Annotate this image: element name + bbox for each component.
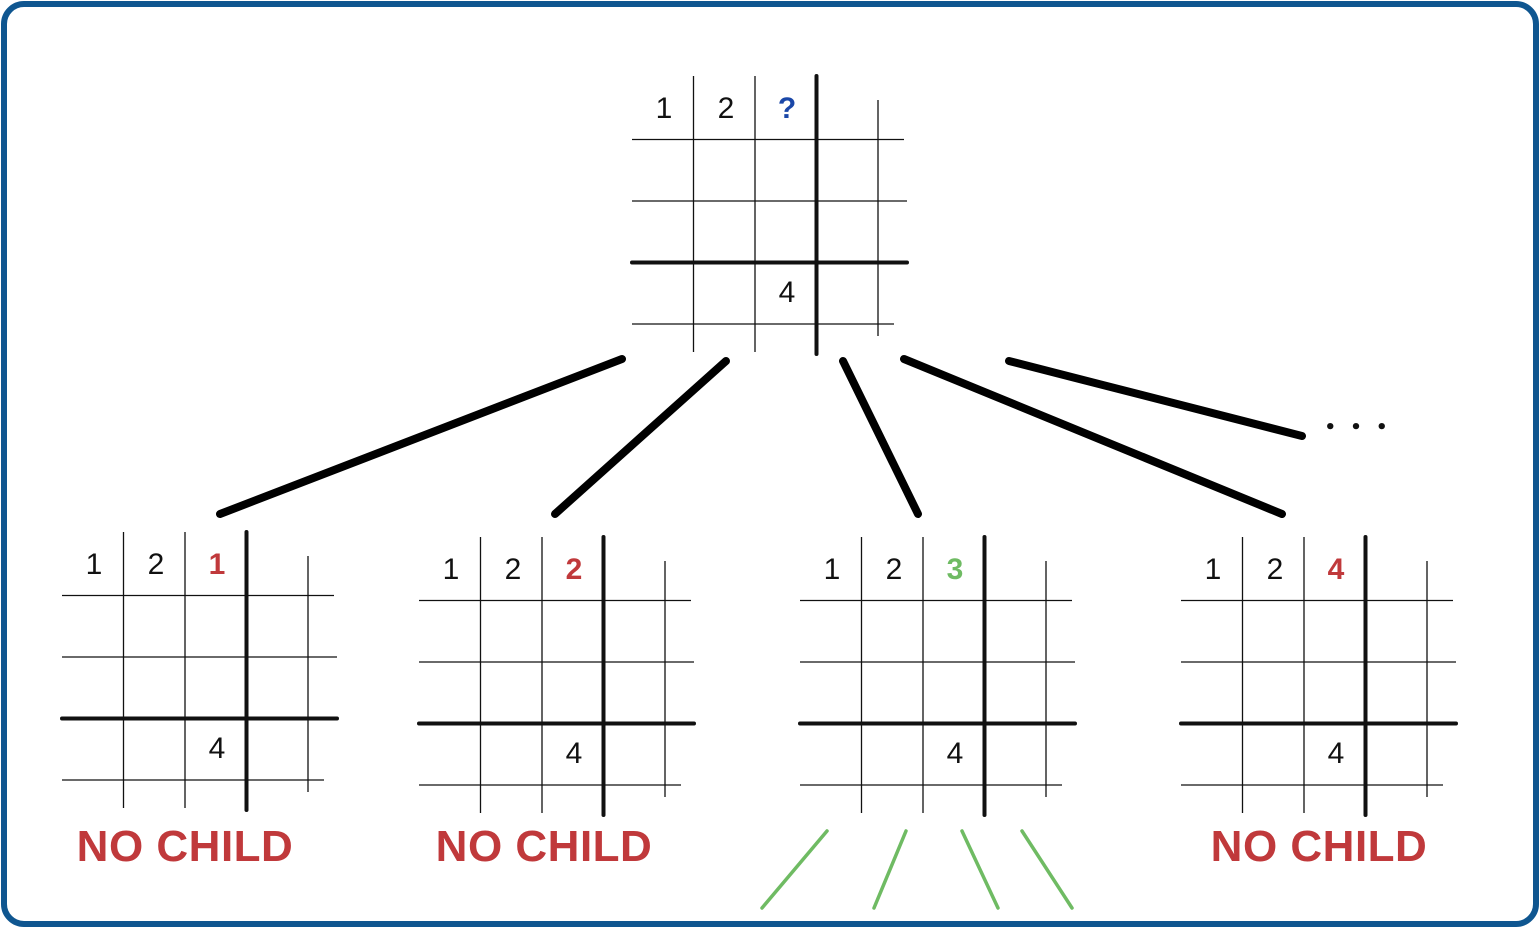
more-branches-ellipsis: • • • — [1324, 417, 1392, 438]
child1-candidate-cell: 1 — [208, 548, 226, 581]
child4-grid — [1179, 535, 1458, 817]
child2-no-child-label: NO CHILD — [435, 822, 653, 871]
child4-given-cell: 4 — [1327, 737, 1345, 770]
child1-given-cell: 4 — [208, 732, 226, 765]
child2-cell-r1c2: 2 — [504, 553, 522, 586]
child1-cell-r1c1: 1 — [85, 548, 103, 581]
child3-given-cell: 4 — [946, 737, 964, 770]
edge-to-child3 — [839, 357, 922, 518]
child4-cell-r1c1: 1 — [1204, 553, 1222, 586]
child4-cell-r1c2: 2 — [1266, 553, 1284, 586]
edge-to-child4 — [900, 355, 1286, 518]
valid-branch-1 — [760, 829, 829, 910]
child4-no-child-label: NO CHILD — [1210, 822, 1428, 871]
valid-branch-3 — [960, 829, 1000, 910]
child2-given-cell: 4 — [565, 737, 583, 770]
child2-cell-r1c1: 1 — [442, 553, 460, 586]
child2-grid — [417, 535, 696, 817]
child1-cell-r1c2: 2 — [147, 548, 165, 581]
child3-grid — [798, 535, 1077, 817]
root-unknown-cell: ? — [777, 92, 797, 125]
edge-to-child2 — [551, 357, 730, 518]
edge-to-more — [1005, 357, 1306, 440]
tree-edges — [216, 355, 1306, 518]
child3-candidate-cell: 3 — [946, 553, 964, 586]
child3-cell-r1c1: 1 — [823, 553, 841, 586]
child1-no-child-label: NO CHILD — [76, 822, 294, 871]
child2-candidate-cell: 2 — [565, 553, 583, 586]
edge-to-child1 — [216, 355, 626, 518]
valid-child-branches — [760, 829, 1074, 910]
valid-branch-2 — [872, 829, 908, 910]
sudoku-grids — [60, 74, 1458, 817]
root-given-cell: 4 — [778, 276, 796, 309]
root-cell-r1c2: 2 — [717, 92, 735, 125]
valid-branch-4 — [1020, 829, 1074, 910]
child4-candidate-cell: 4 — [1327, 553, 1345, 586]
root-cell-r1c1: 1 — [655, 92, 673, 125]
child1-grid — [60, 530, 339, 812]
child3-cell-r1c2: 2 — [885, 553, 903, 586]
root-grid — [630, 74, 909, 356]
